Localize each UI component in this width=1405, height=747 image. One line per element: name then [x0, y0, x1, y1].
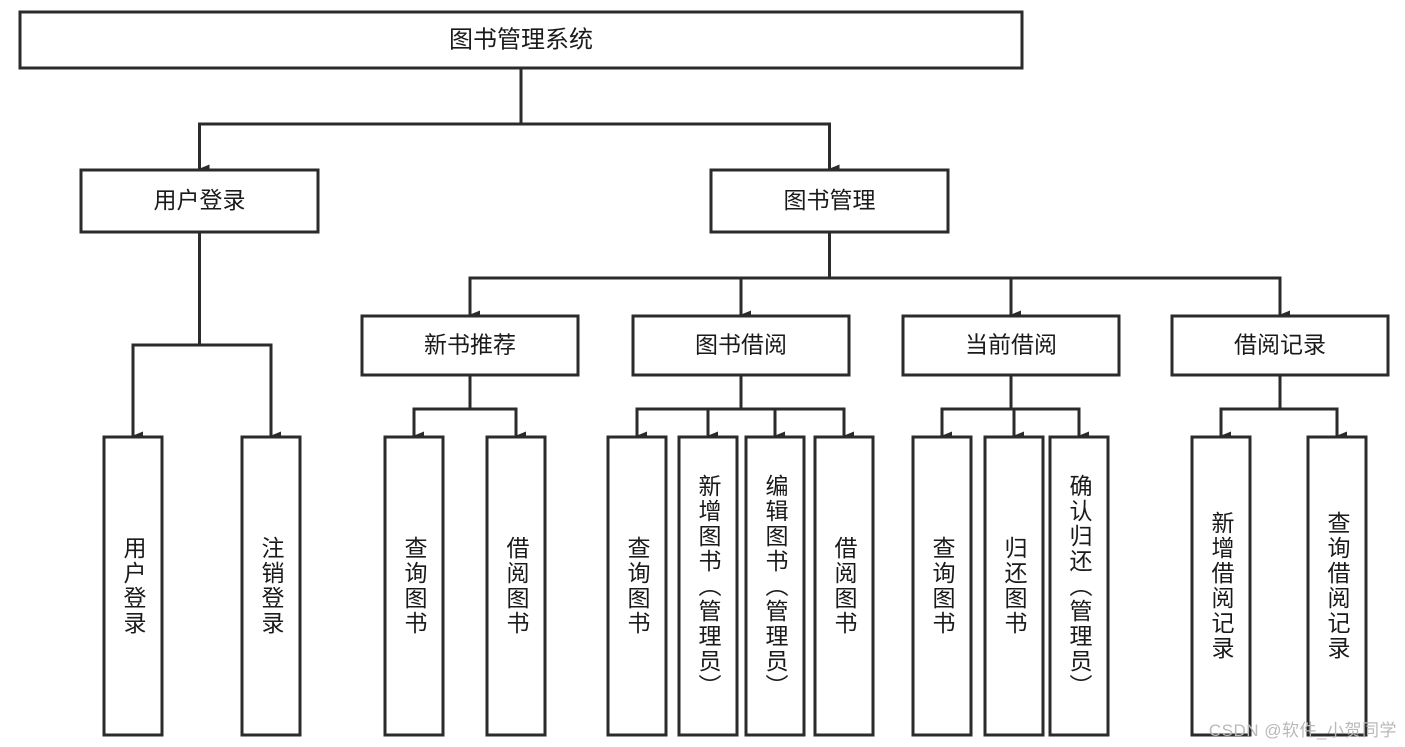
node-box-current-borrow[interactable]	[901, 314, 1121, 377]
node-leaf-add-book[interactable]	[677, 435, 739, 737]
node-leaf-borrow-book-2[interactable]	[813, 435, 875, 737]
node-label-root: 图书管理系统	[449, 26, 593, 53]
node-leaf-borrow-book-1[interactable]	[485, 435, 547, 737]
edge-group-root	[198, 66, 840, 174]
edge-group-book-borrow	[635, 373, 854, 441]
edge-group-new-book-recommend	[412, 373, 526, 441]
node-box-leaf-user-logout[interactable]	[240, 435, 302, 737]
node-leaf-user-login[interactable]	[102, 435, 164, 737]
node-leaf-return-book[interactable]	[983, 435, 1045, 737]
node-box-leaf-borrow-book-1[interactable]	[485, 435, 547, 737]
edge-group-borrow-record	[1219, 373, 1347, 441]
watermark-text: CSDN @软件_小贺同学	[1208, 721, 1397, 740]
edge-group-current-borrow	[940, 373, 1089, 441]
node-box-leaf-user-login[interactable]	[102, 435, 164, 737]
node-label-book-borrow: 图书借阅	[695, 332, 787, 358]
node-new-book-recommend[interactable]: 新书推荐	[360, 314, 580, 377]
node-box-user-login[interactable]	[79, 168, 320, 234]
node-box-leaf-edit-book[interactable]	[744, 435, 806, 737]
node-box-book-manage[interactable]	[709, 168, 950, 234]
node-leaf-add-record[interactable]	[1190, 435, 1252, 737]
node-box-leaf-query-book-2[interactable]	[606, 435, 668, 737]
node-label-user-login: 用户登录	[154, 187, 246, 213]
node-book-borrow[interactable]: 图书借阅	[631, 314, 851, 377]
node-box-new-book-recommend[interactable]	[360, 314, 580, 377]
node-leaf-query-record[interactable]	[1306, 435, 1368, 737]
node-leaf-confirm-return[interactable]	[1048, 435, 1110, 737]
node-leaf-query-book-2[interactable]	[606, 435, 668, 737]
node-box-root[interactable]	[18, 10, 1024, 70]
node-box-leaf-query-record[interactable]	[1306, 435, 1368, 737]
node-label-book-manage: 图书管理	[784, 187, 876, 213]
node-borrow-record[interactable]: 借阅记录	[1170, 314, 1390, 377]
node-box-leaf-query-book-1[interactable]	[383, 435, 445, 737]
node-leaf-user-logout[interactable]	[240, 435, 302, 737]
edge-group-book-manage	[468, 230, 1290, 320]
node-box-borrow-record[interactable]	[1170, 314, 1390, 377]
node-leaf-query-book-3[interactable]	[911, 435, 973, 737]
node-box-leaf-add-record[interactable]	[1190, 435, 1252, 737]
node-root[interactable]: 图书管理系统	[18, 10, 1024, 70]
node-user-login[interactable]: 用户登录	[79, 168, 320, 234]
node-current-borrow[interactable]: 当前借阅	[901, 314, 1121, 377]
edge-group-user-login	[131, 230, 281, 441]
node-label-borrow-record: 借阅记录	[1234, 332, 1326, 358]
node-box-leaf-confirm-return[interactable]	[1048, 435, 1110, 737]
node-leaf-edit-book[interactable]	[744, 435, 806, 737]
node-box-book-borrow[interactable]	[631, 314, 851, 377]
edges-layer	[131, 66, 1347, 441]
node-box-leaf-return-book[interactable]	[983, 435, 1045, 737]
node-box-leaf-query-book-3[interactable]	[911, 435, 973, 737]
node-label-current-borrow: 当前借阅	[965, 332, 1057, 358]
node-box-leaf-borrow-book-2[interactable]	[813, 435, 875, 737]
node-leaf-query-book-1[interactable]	[383, 435, 445, 737]
node-book-manage[interactable]: 图书管理	[709, 168, 950, 234]
node-label-new-book-recommend: 新书推荐	[424, 332, 516, 358]
node-box-leaf-add-book[interactable]	[677, 435, 739, 737]
